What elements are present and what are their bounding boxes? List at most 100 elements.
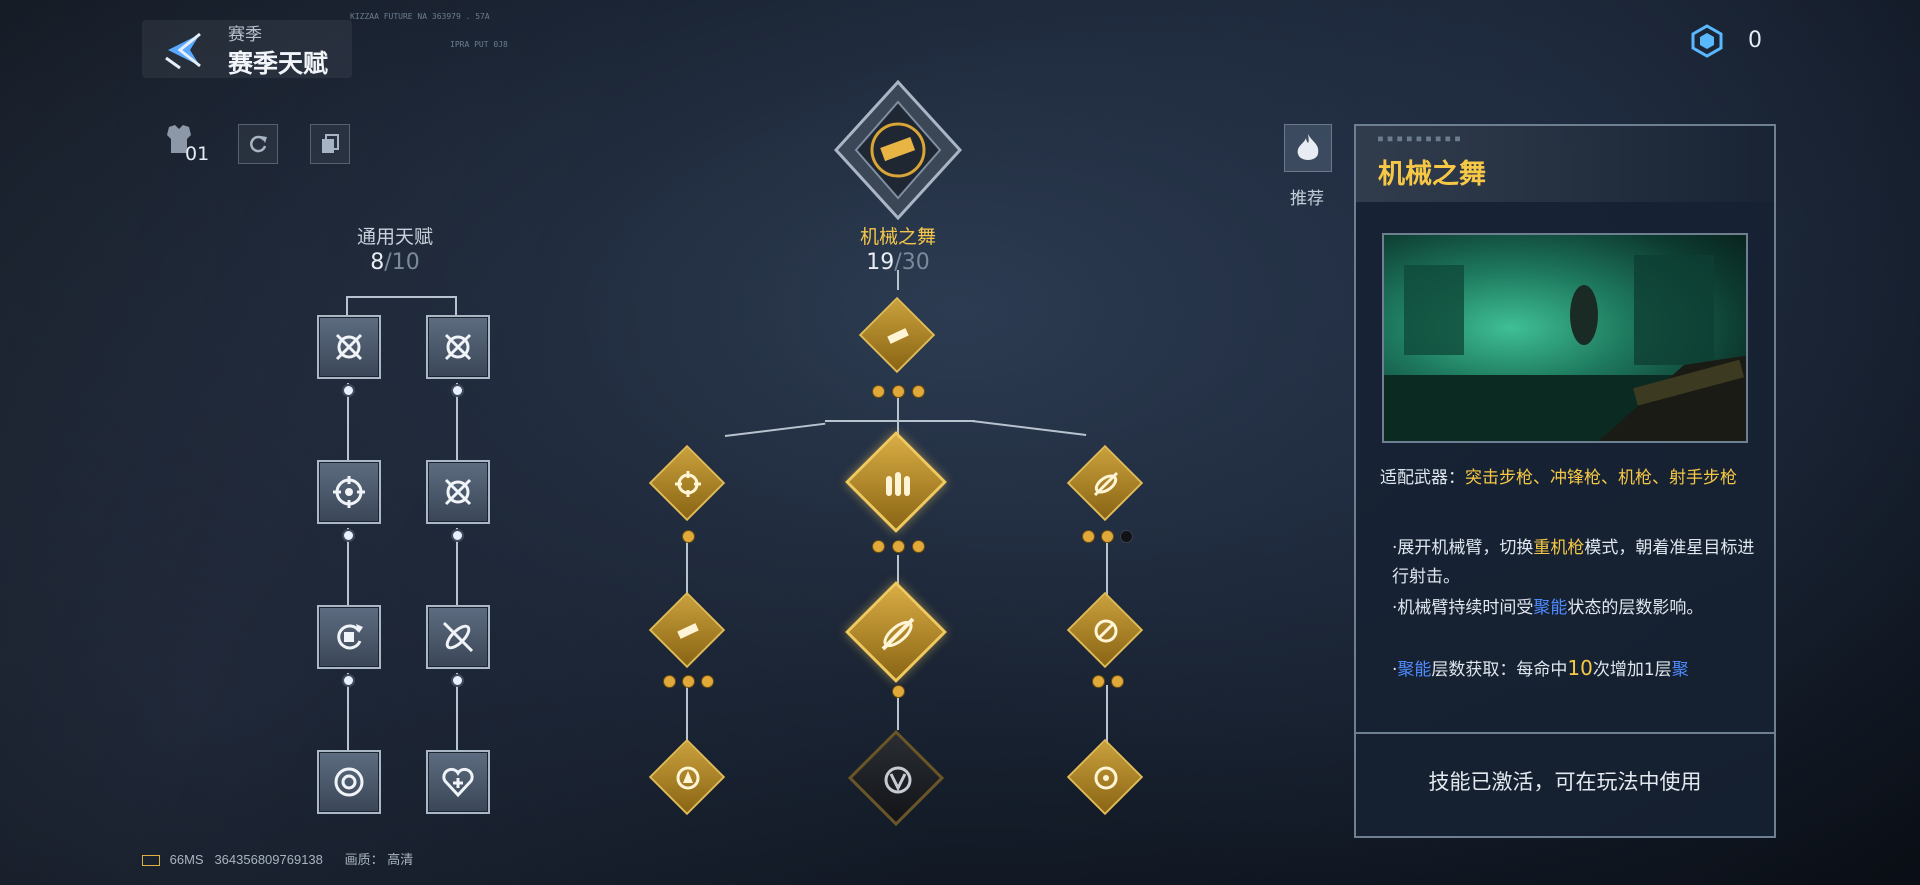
node-dot: [342, 529, 355, 542]
connector: [346, 296, 348, 316]
beast-head-icon: [660, 750, 716, 806]
general-tree-title: 通用天赋: [356, 226, 433, 248]
general-talent-node[interactable]: [317, 605, 381, 669]
connector: [897, 690, 899, 730]
ping-text: 66MS: [169, 852, 204, 867]
detail-title: 机械之舞: [1378, 159, 1486, 190]
weapon-compat-text: 适配武器：突击步枪、冲锋枪、机枪、射手步枪: [1380, 468, 1737, 488]
detail-header: [1356, 126, 1774, 202]
recommend-label: 推荐: [1290, 189, 1324, 209]
heart-plus-icon: [442, 767, 474, 798]
deco-text: IPRA PUT 0J8: [450, 40, 508, 49]
session-id: 364356809769138: [214, 852, 323, 867]
node-dot: [342, 674, 355, 687]
deco-text: ■ ■ ■ ■ ■ ■ ■ ■ ■: [1378, 134, 1460, 143]
connector: [456, 528, 458, 608]
skill-desc-line-2: ·机械臂持续时间受聚能状态的层数影响。: [1392, 598, 1704, 618]
connector: [456, 383, 458, 463]
rocket-slash-icon: [442, 621, 474, 653]
general-talent-node[interactable]: [426, 315, 490, 379]
panel-divider: [1356, 732, 1774, 734]
connector: [724, 422, 826, 437]
connector: [971, 420, 1087, 437]
shield-target-icon: [334, 767, 364, 797]
general-tree-progress: 8/10: [370, 250, 420, 275]
crosshair-gear-icon: [333, 476, 365, 508]
level-dot-empty: [1120, 530, 1133, 543]
level-dot-filled: [701, 675, 714, 688]
target-gear-icon: [1078, 750, 1134, 806]
page-title: 赛季天赋: [228, 49, 329, 78]
general-talent-node[interactable]: [317, 460, 381, 524]
crosshair-icon: [660, 456, 716, 512]
reset-button[interactable]: [238, 124, 278, 164]
general-talent-node[interactable]: [426, 605, 490, 669]
quality-value: 高清: [387, 852, 414, 867]
back-button[interactable]: [160, 28, 208, 72]
header-subtitle: 赛季: [228, 25, 262, 45]
class-talent-node[interactable]: [1066, 591, 1144, 669]
class-talent-node[interactable]: [1066, 738, 1144, 816]
mech-arm-icon: [660, 603, 716, 659]
skill-desc-line-1: ·展开机械臂，切换重机枪模式，朝着准星目标进行射击。: [1392, 538, 1755, 587]
connector: [825, 420, 975, 422]
bullets-upgrade-icon: [860, 446, 936, 522]
level-dot-filled: [892, 385, 905, 398]
level-dot-filled: [1092, 675, 1105, 688]
preset-count: 01: [185, 143, 210, 165]
currency-icon: [1690, 24, 1724, 58]
node-dot: [451, 529, 464, 542]
level-dot-filled: [682, 675, 695, 688]
level-dot-filled: [1101, 530, 1114, 543]
connector: [1106, 685, 1108, 745]
copy-button[interactable]: [310, 124, 350, 164]
skill-status-text: 技能已激活，可在玩法中使用: [1428, 770, 1702, 794]
reload-cycle-icon: [337, 624, 363, 650]
ammo-slash-icon: [1078, 456, 1134, 512]
general-talent-node[interactable]: [426, 460, 490, 524]
connector: [456, 673, 458, 753]
general-talent-node[interactable]: [317, 315, 381, 379]
connector: [455, 296, 457, 316]
class-talent-node-major[interactable]: [845, 431, 947, 533]
back-arrow-icon: [165, 32, 201, 70]
class-talent-node[interactable]: [648, 591, 726, 669]
mech-arm-icon: [870, 308, 926, 364]
burst-claw-icon: [335, 333, 363, 361]
connector: [686, 540, 688, 600]
class-talent-node[interactable]: [648, 444, 726, 522]
class-talent-node[interactable]: [1066, 444, 1144, 522]
node-dot: [451, 674, 464, 687]
battery-icon: [142, 855, 160, 867]
general-talent-node[interactable]: [426, 750, 490, 814]
level-dot-filled: [663, 675, 676, 688]
connector: [347, 383, 349, 463]
level-dot-filled: [1111, 675, 1124, 688]
wolf-skull-icon: [862, 744, 934, 816]
level-dot-filled: [872, 540, 885, 553]
general-talent-node[interactable]: [317, 750, 381, 814]
level-dot-filled: [1082, 530, 1095, 543]
level-dot-filled: [682, 530, 695, 543]
level-dot-filled: [892, 685, 905, 698]
connector: [686, 685, 688, 745]
connector: [897, 555, 899, 605]
node-dot: [451, 384, 464, 397]
burst-claw-icon: [444, 478, 472, 506]
class-talent-node-locked[interactable]: [847, 729, 945, 827]
skill-preview-image: [1382, 233, 1748, 443]
class-talent-node[interactable]: [858, 296, 936, 374]
level-dot-filled: [872, 385, 885, 398]
class-talent-node-major[interactable]: [845, 581, 947, 683]
deco-text: KIZZAA FUTURE NA 363979 . 57A: [350, 12, 490, 21]
recommend-button[interactable]: [1284, 124, 1332, 172]
skill-desc-line-3: ·聚能层数获取：每命中10次增加1层聚: [1392, 656, 1689, 680]
class-talent-node[interactable]: [648, 738, 726, 816]
level-dot-filled: [912, 540, 925, 553]
rocket-orbit-icon: [860, 596, 936, 672]
node-dot: [342, 384, 355, 397]
ammo-ring-icon: [1078, 603, 1134, 659]
class-emblem: [832, 79, 964, 221]
preset-icon[interactable]: [165, 123, 193, 159]
refresh-icon: [250, 135, 267, 153]
